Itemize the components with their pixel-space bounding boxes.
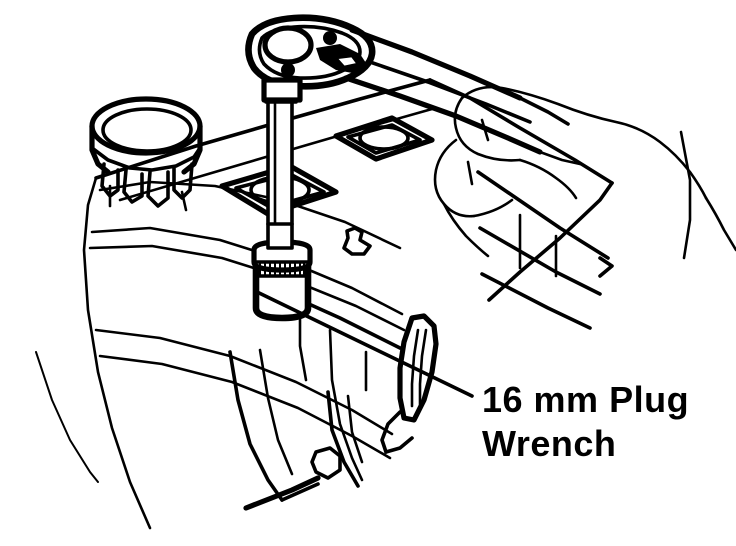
boss-teardrop-tail-foot [384,436,414,454]
engine-rib-line-c [480,272,592,330]
plug-wrench-tool [245,14,582,322]
oil-cap-flute-4 [172,162,194,200]
hand-index-finger [453,96,522,162]
socket-knurl [254,260,310,278]
engine-front-fade-line [35,351,99,483]
callout-label-line2: Wrench [482,423,616,464]
engine-lower-fold-a [228,350,284,502]
hand-knuckle-crease-1 [480,118,490,142]
ratchet-detent-dot-upper [323,31,337,45]
oil-cap-flute-2 [122,168,144,204]
ratchet-handle-tip-top [518,96,570,126]
engine-lower-shelf-edge [243,475,321,511]
oil-cap-top-inner [101,107,193,153]
valve-cover-front-contour-5 [98,354,392,460]
oil-filler-cap [89,96,203,212]
engine-step-edge [298,298,402,350]
bolt-head [310,446,342,480]
engine-lower-shelf-fold [280,482,320,502]
plug-well-rear-hole [358,125,410,151]
engine-rib-corner-notch [598,256,614,278]
callout: 16 mm Plug Wrench [253,289,689,464]
plug-socket [251,239,313,322]
ratchet-detent-dot-lower [281,63,295,77]
hand-back-top-contour [460,85,708,200]
oil-cap-flute-3 [146,170,170,208]
socket-knurl-ticks [259,262,305,277]
socket-knurl-rails [254,260,310,278]
casting-mark [342,226,372,256]
oil-cap-neck-right [180,190,188,212]
engine-bracket-arc-outer [326,390,360,488]
ratchet-head-collar [261,77,303,103]
plug-well-rear-outer-diamond [333,115,435,162]
hand [433,85,736,258]
ratchet-handle-center-line [368,60,532,124]
ratchet-handle-tip-bottom [538,150,582,166]
engine-right-corner-edge [679,130,692,260]
engine-block-side-edge [328,328,364,482]
ratchet-head [245,14,376,103]
oil-cap-skirt-band [90,146,202,172]
valve-cover-right-flank [487,181,614,302]
engine-bracket-arc-inner [346,394,364,464]
engine-rib-line-a [476,170,610,260]
oil-cap-skirt-right [181,123,203,175]
ratchet-drive-dial [262,25,314,65]
hand-knuckle-crease-2 [466,160,474,186]
hand-wrist-lower-contour [704,196,736,252]
plug-well-rear [333,115,435,162]
boss-teardrop-inner-1 [410,328,420,408]
engine-block [35,78,692,530]
callout-label-line1: 16 mm Plug [482,379,689,420]
valve-cover-front-left-outline [82,176,152,530]
extension-bar [264,76,298,250]
hand-third-finger-tip [472,198,514,218]
callout-leader-line [253,289,474,398]
hand-palm-edge [442,202,490,258]
hand-third-finger [433,138,476,218]
hand-second-finger [518,158,578,200]
engine-lower-fold-b [258,348,294,476]
reversing-lever-highlight [334,54,360,69]
boss-teardrop-tail [380,410,402,454]
